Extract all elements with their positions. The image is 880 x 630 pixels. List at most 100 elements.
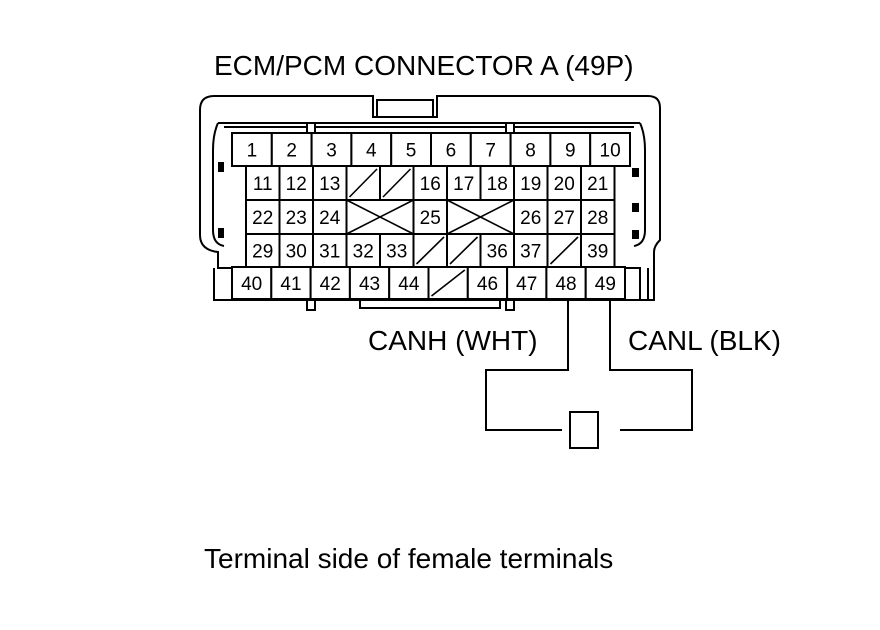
terminal-29: 29 <box>245 233 281 268</box>
unused-slash <box>431 269 466 297</box>
terminal-1: 1 <box>231 132 273 167</box>
terminal-26: 26 <box>513 199 549 235</box>
unused-slash <box>415 236 445 265</box>
terminal-number: 20 <box>554 174 575 195</box>
terminal-number: 48 <box>555 274 576 295</box>
canh-wire-label: CANH (WHT) <box>368 325 538 356</box>
terminal-number: 1 <box>247 141 258 162</box>
terminal-44: 44 <box>388 266 430 300</box>
terminal-number: 30 <box>286 242 307 263</box>
terminal-number: 7 <box>485 141 496 162</box>
terminal-number: 12 <box>286 174 307 195</box>
terminal-11: 11 <box>245 165 281 201</box>
terminal-number: 47 <box>516 274 537 295</box>
terminal-number: 26 <box>520 208 541 229</box>
terminal-number: 32 <box>353 242 374 263</box>
view-caption: Terminal side of female terminals <box>204 543 613 574</box>
terminal-27: 27 <box>546 199 582 235</box>
terminal-18: 18 <box>479 165 515 201</box>
terminal-blank <box>446 233 482 268</box>
terminal-number: 5 <box>406 141 417 162</box>
terminal-number: 33 <box>386 242 407 263</box>
terminal-blank <box>546 233 582 268</box>
terminal-blank <box>379 165 415 201</box>
terminal-8: 8 <box>509 132 552 167</box>
terminal-blank <box>345 199 415 235</box>
terminal-number: 17 <box>453 174 474 195</box>
terminal-13: 13 <box>312 165 348 201</box>
terminal-number: 41 <box>280 274 301 295</box>
unused-slash <box>348 168 378 198</box>
terminal-number: 13 <box>319 174 340 195</box>
terminal-17: 17 <box>446 165 482 201</box>
terminal-9: 9 <box>549 132 592 167</box>
unused-slash <box>449 236 479 265</box>
terminal-number: 22 <box>252 208 273 229</box>
terminal-number: 42 <box>320 274 341 295</box>
terminal-2: 2 <box>270 132 313 167</box>
terminal-blank <box>427 266 469 300</box>
terminal-21: 21 <box>580 165 616 201</box>
terminal-41: 41 <box>270 266 312 300</box>
terminal-number: 2 <box>286 141 297 162</box>
terminal-number: 43 <box>359 274 380 295</box>
unused-cross <box>346 199 414 235</box>
terminal-16: 16 <box>412 165 448 201</box>
terminal-20: 20 <box>546 165 582 201</box>
terminal-36: 36 <box>479 233 515 268</box>
terminal-number: 21 <box>587 174 608 195</box>
terminal-30: 30 <box>278 233 314 268</box>
terminal-number: 24 <box>319 208 341 229</box>
terminal-number: 44 <box>398 274 420 295</box>
terminal-3: 3 <box>310 132 353 167</box>
terminal-number: 6 <box>446 141 457 162</box>
terminal-number: 19 <box>520 174 541 195</box>
terminal-4: 4 <box>350 132 393 167</box>
terminal-19: 19 <box>513 165 549 201</box>
terminal-10: 10 <box>589 132 632 167</box>
terminal-number: 9 <box>565 141 576 162</box>
unused-slash <box>382 168 412 198</box>
terminal-39: 39 <box>580 233 616 268</box>
terminal-number: 3 <box>326 141 337 162</box>
terminal-5: 5 <box>390 132 433 167</box>
terminal-number: 27 <box>554 208 575 229</box>
terminal-49: 49 <box>584 266 627 300</box>
terminal-number: 39 <box>587 242 608 263</box>
terminal-23: 23 <box>278 199 314 235</box>
terminal-12: 12 <box>278 165 314 201</box>
terminal-blank <box>345 165 381 201</box>
unused-slash <box>549 236 579 265</box>
terminal-31: 31 <box>312 233 348 268</box>
terminal-number: 10 <box>600 141 621 162</box>
terminal-25: 25 <box>412 199 448 235</box>
terminal-42: 42 <box>309 266 351 300</box>
terminal-number: 4 <box>366 141 377 162</box>
terminal-43: 43 <box>348 266 391 300</box>
terminal-number: 31 <box>319 242 340 263</box>
terminal-6: 6 <box>430 132 472 167</box>
canl-wire-label: CANL (BLK) <box>628 325 781 356</box>
terminal-48: 48 <box>545 266 587 300</box>
terminal-46: 46 <box>466 266 509 300</box>
terminal-number: 40 <box>241 274 262 295</box>
connector-title: ECM/PCM CONNECTOR A (49P) <box>214 50 634 81</box>
can-wiring <box>485 298 693 449</box>
terminal-number: 49 <box>595 274 616 295</box>
terminal-blank <box>412 233 448 268</box>
terminal-47: 47 <box>506 266 548 300</box>
terminal-number: 37 <box>520 242 541 263</box>
terminal-22: 22 <box>245 199 281 235</box>
terminal-7: 7 <box>469 132 512 167</box>
unused-cross <box>446 199 515 235</box>
terminal-32: 32 <box>345 233 381 268</box>
terminal-33: 33 <box>379 233 415 268</box>
terminal-number: 46 <box>477 274 498 295</box>
terminal-number: 23 <box>286 208 307 229</box>
terminal-blank <box>446 199 515 235</box>
terminal-number: 29 <box>252 242 273 263</box>
terminal-number: 16 <box>420 174 441 195</box>
terminal-number: 25 <box>420 208 441 229</box>
terminal-37: 37 <box>513 233 549 268</box>
